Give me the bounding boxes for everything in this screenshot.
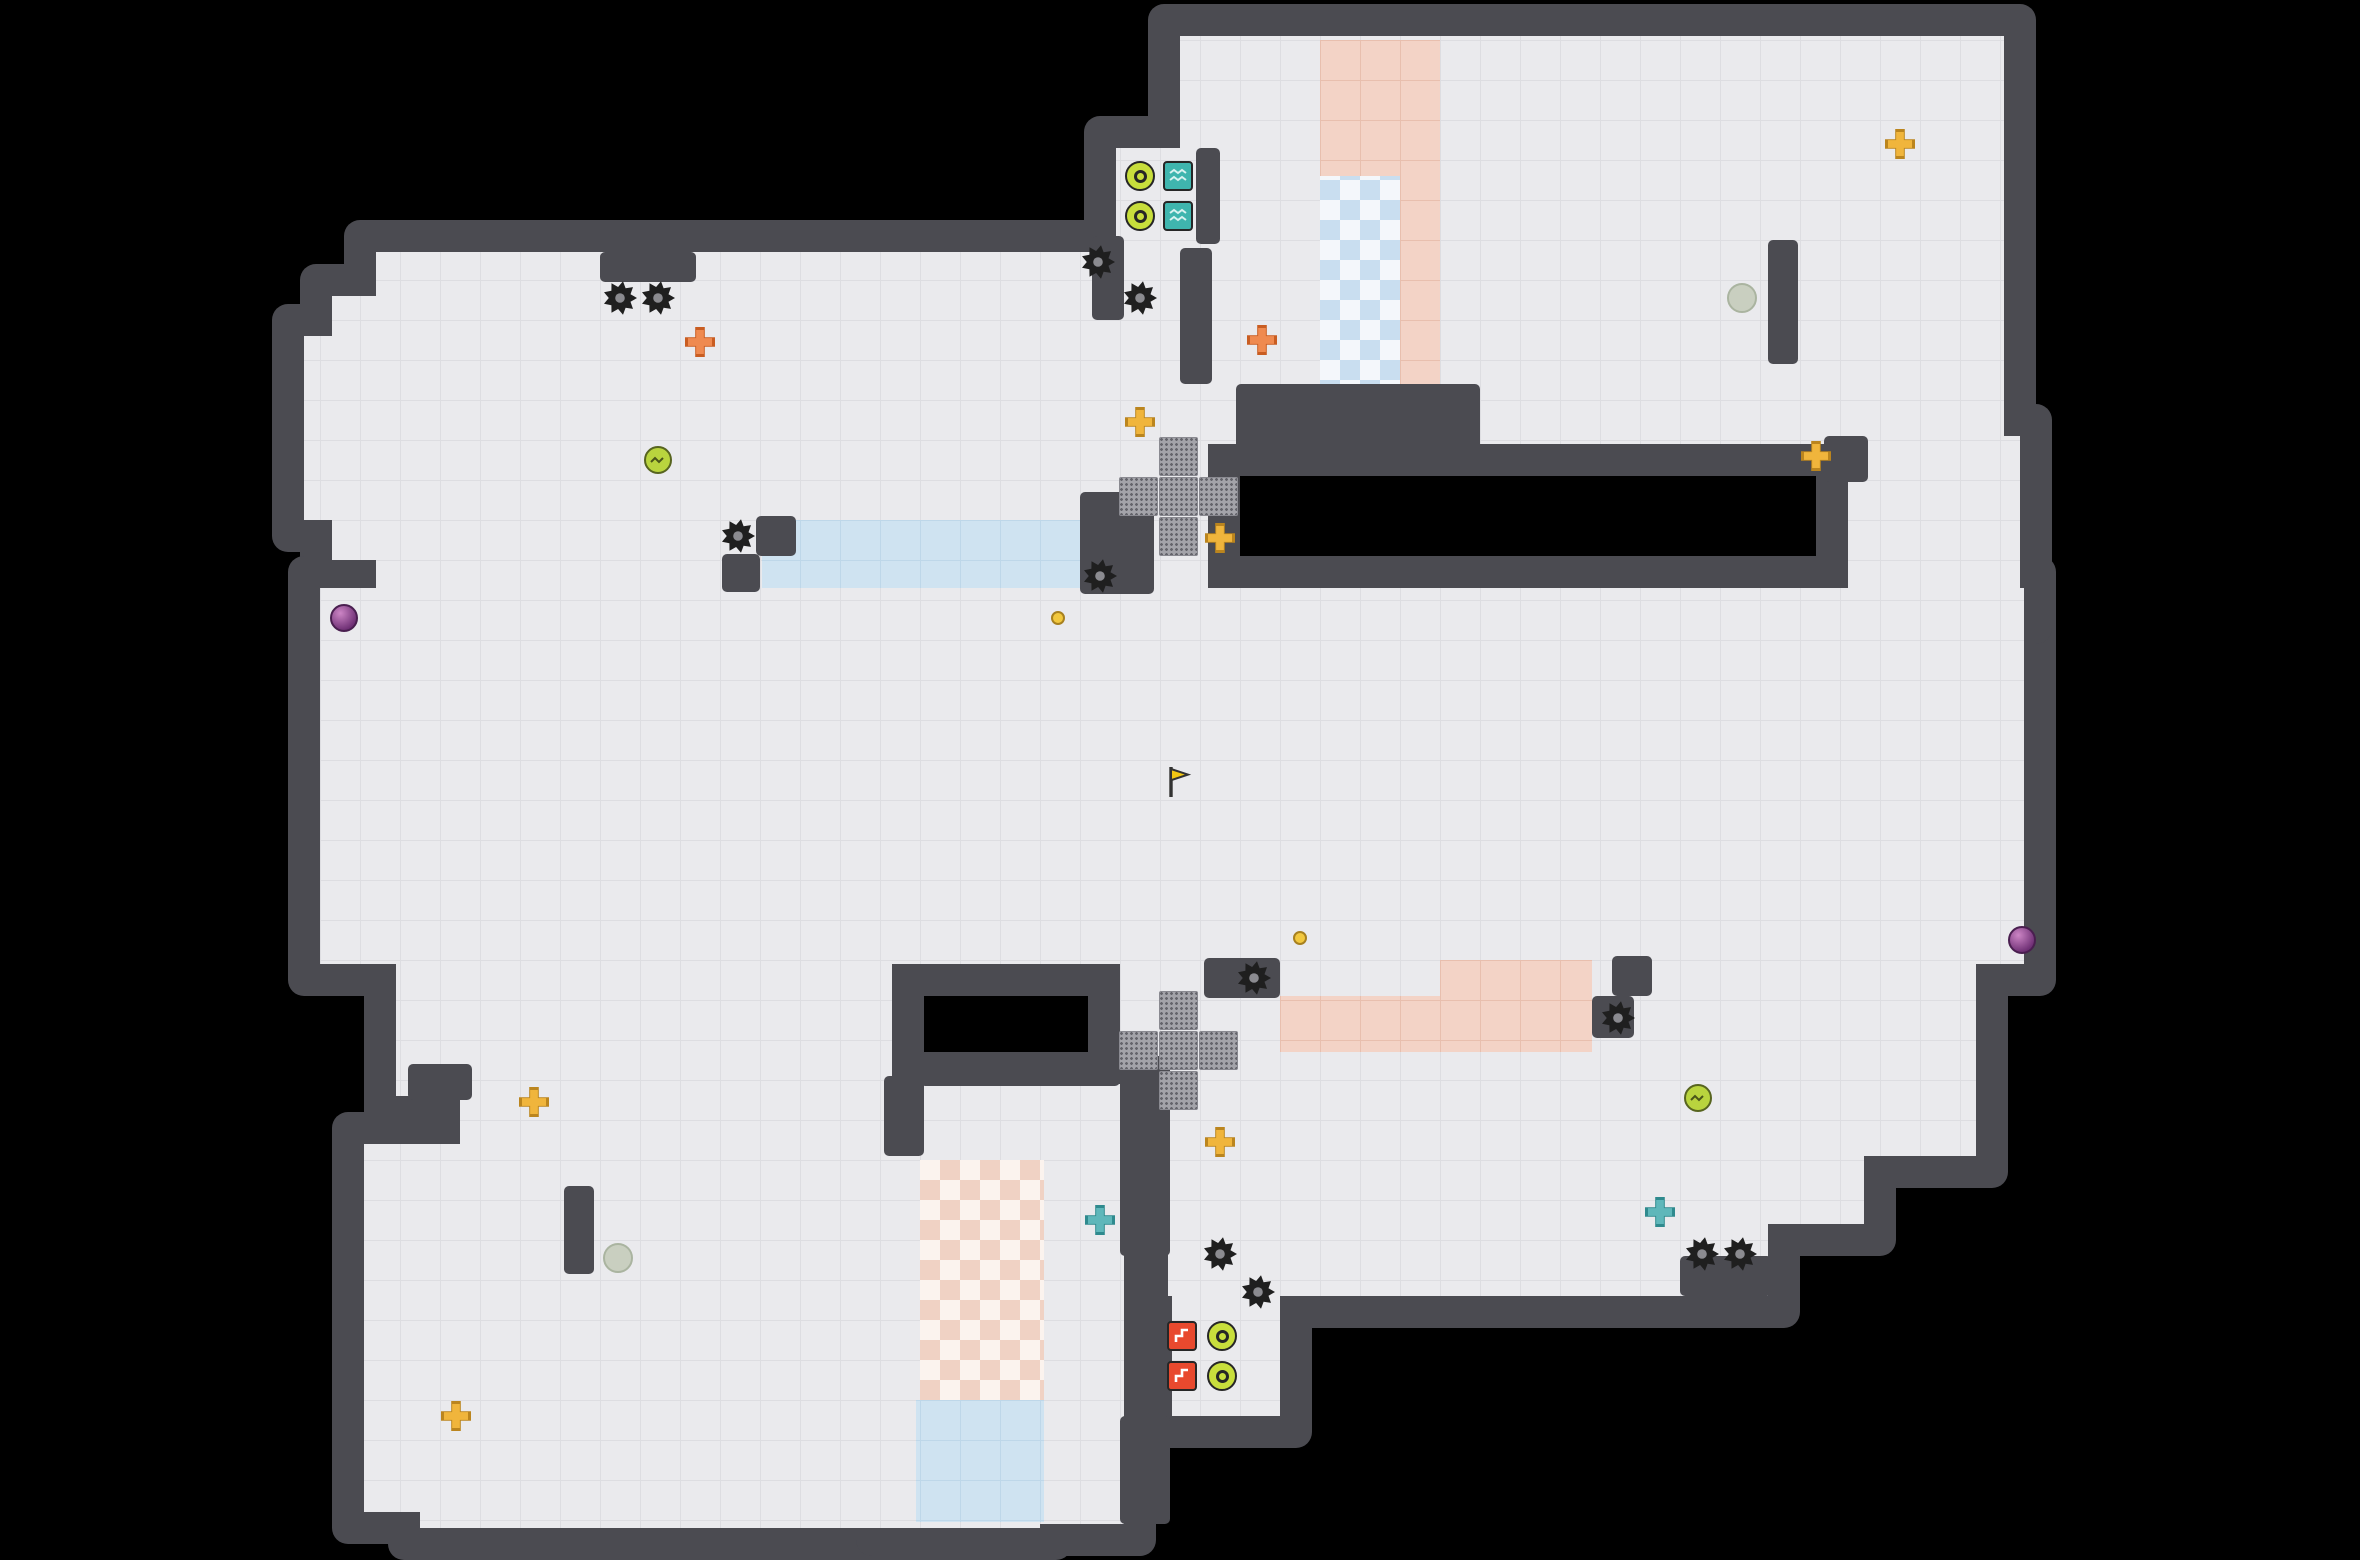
wall-block [756,516,796,556]
wall-block [1180,248,1212,384]
saw-blade-hazard-icon [1203,1237,1237,1271]
wall-block [1612,956,1652,996]
round-switch-icon [1207,1321,1237,1351]
purple-orb-icon [2008,926,2036,954]
wall-block [722,554,760,592]
goal-flag-icon [1163,765,1193,799]
wall-block [1120,1416,1170,1524]
pale-bubble-icon [1727,283,1757,313]
checker-pink-zone [920,1160,1044,1400]
round-switch-icon [1125,201,1155,231]
wall-block [408,1064,472,1100]
textured-block [1159,1071,1198,1110]
floor-region [1860,960,1976,1156]
saw-blade-hazard-icon [1237,961,1271,995]
wall-block [600,252,696,282]
floor-region [1180,36,2004,444]
switch-ring [1133,209,1147,223]
textured-block [1119,1031,1158,1070]
wall-block [1196,148,1220,244]
floor-region [460,960,892,1152]
switch-ring [1215,1329,1229,1343]
saw-blade-hazard-icon [641,281,675,315]
saw-blade-hazard-icon [1083,559,1117,593]
pale-bubble-icon [603,1243,633,1273]
small-gold-dot-icon [1293,931,1307,945]
floor-region [320,588,2024,964]
saw-blade-hazard-icon [1241,1275,1275,1309]
switch-ring [1133,169,1147,183]
saw-blade-hazard-icon [1723,1237,1757,1271]
round-switch-icon [1207,1361,1237,1391]
purple-orb-icon [330,604,358,632]
round-switch-icon [1125,161,1155,191]
saw-blade-hazard-icon [1601,1001,1635,1035]
door-switch-panel-icon-red [1167,1321,1197,1351]
textured-block [1159,991,1198,1030]
pink-zone [1440,960,1592,998]
textured-block [1199,477,1238,516]
textured-block [1159,477,1198,516]
saw-blade-hazard-icon [603,281,637,315]
switch-ring [1215,1369,1229,1383]
door-switch-panel-icon-teal [1163,201,1193,231]
wall-block [1824,436,1868,482]
door-switch-panel-icon-teal [1163,161,1193,191]
water-zone [916,1400,1044,1522]
door-switch-panel-icon-red [1167,1361,1197,1391]
textured-block [1199,1031,1238,1070]
floor-region [1760,960,1864,1224]
water-zone [762,520,1080,588]
floor-region [304,336,360,520]
saw-blade-hazard-icon [1123,281,1157,315]
saw-blade-hazard-icon [1081,245,1115,279]
floor-region [1848,436,2020,612]
textured-block [1159,1031,1198,1070]
green-creature-icon [644,446,672,474]
wall-block [564,1186,594,1274]
pink-zone [1280,996,1592,1052]
textured-block [1159,437,1198,476]
checker-blue-zone [1320,176,1400,392]
wall-block [1236,384,1480,476]
small-gold-dot-icon [1051,611,1065,625]
green-creature-icon [1684,1084,1712,1112]
saw-blade-hazard-icon [721,519,755,553]
wall-block [1768,240,1798,364]
textured-block [1119,477,1158,516]
textured-block [1159,517,1198,556]
wall-block [920,1052,1120,1086]
saw-blade-hazard-icon [1685,1237,1719,1271]
wall-block [884,1076,924,1156]
